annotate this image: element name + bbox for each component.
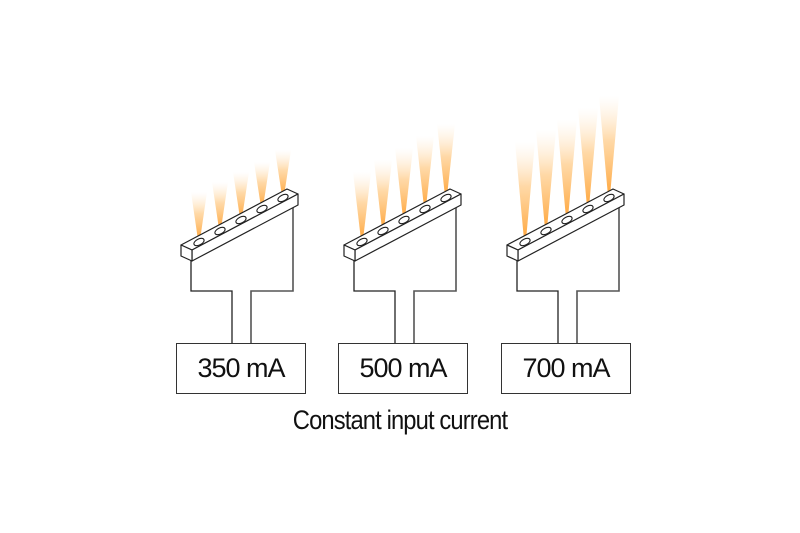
light-beam [275, 150, 291, 196]
led-bar-unit [180, 150, 299, 343]
current-label-500ma: 500 mA [338, 343, 468, 394]
led-bar-unit [506, 96, 625, 343]
light-beam [416, 136, 434, 207]
current-value: 350 mA [197, 353, 285, 383]
wire-right [413, 206, 457, 343]
led-icon [377, 226, 389, 236]
light-beam [233, 172, 249, 218]
light-beam [254, 162, 270, 207]
current-value: 500 mA [359, 353, 447, 383]
wire-right [250, 206, 294, 343]
light-beam [212, 182, 228, 229]
current-value: 700 mA [522, 353, 610, 383]
led-icon [398, 215, 410, 225]
led-bar-side [354, 193, 462, 262]
led-bar-unit [343, 124, 462, 343]
wire-left [190, 255, 233, 343]
led-icon [256, 204, 268, 214]
led-icon [277, 193, 289, 203]
led-icon [440, 193, 452, 203]
wire-left [516, 255, 559, 343]
light-beam [578, 108, 598, 207]
light-beam [353, 172, 371, 240]
led-bar-end [506, 244, 519, 262]
led-icon [193, 237, 205, 247]
led-icon [214, 226, 226, 236]
light-beam [599, 96, 619, 196]
wire-left [353, 255, 396, 343]
led-icon [540, 226, 552, 236]
led-bar-end [343, 244, 356, 262]
led-icon [519, 237, 531, 247]
led-bar-end [180, 244, 193, 262]
wire-right [576, 206, 620, 343]
current-label-350ma: 350 mA [176, 343, 306, 394]
led-icon [356, 237, 368, 247]
light-beam [437, 124, 455, 196]
led-bar-side [517, 193, 625, 262]
light-beam [395, 148, 413, 218]
light-beam [191, 192, 207, 240]
led-icon [235, 215, 247, 225]
light-beam [374, 160, 392, 229]
led-icon [561, 215, 573, 225]
led-icon [603, 193, 615, 203]
led-bar-side [191, 193, 299, 262]
light-beam [536, 130, 556, 229]
led-icon [419, 204, 431, 214]
diagram-caption: Constant input current [292, 405, 508, 435]
current-label-700ma: 700 mA [501, 343, 631, 394]
light-beam [515, 142, 535, 240]
led-icon [582, 204, 594, 214]
light-beam [557, 120, 577, 218]
